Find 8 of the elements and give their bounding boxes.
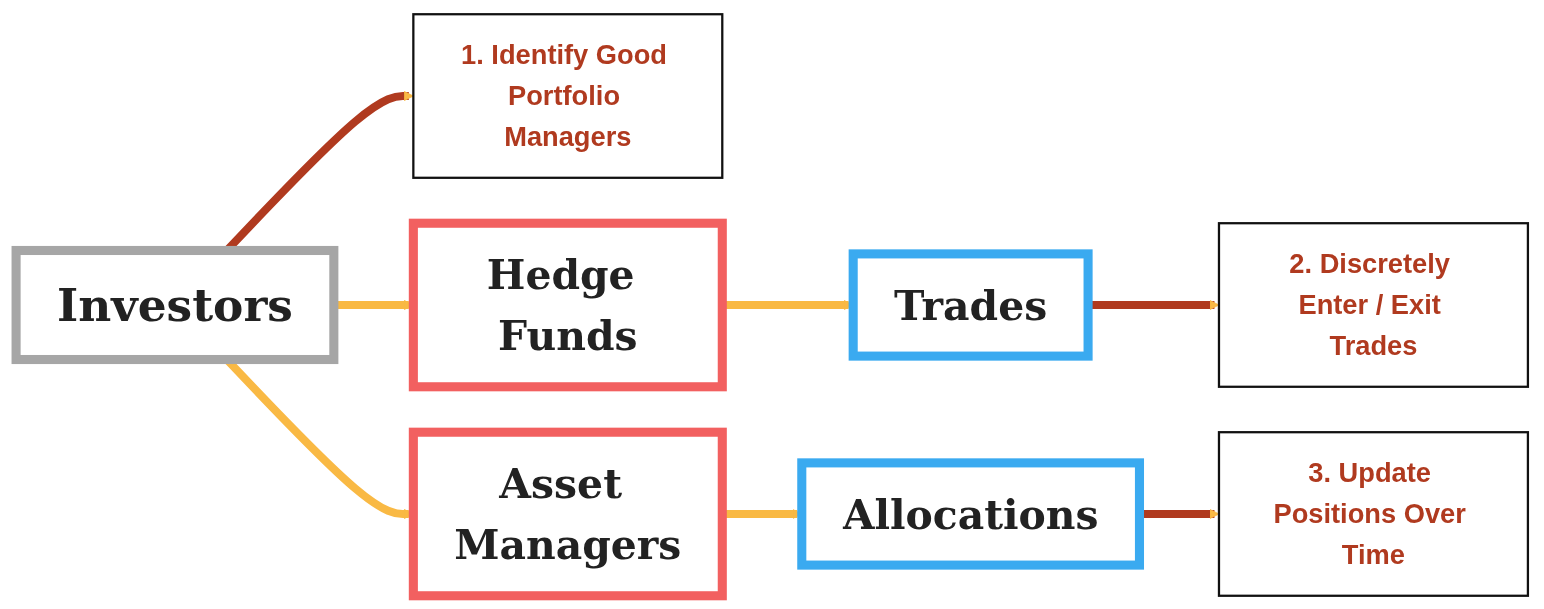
node-box: Hedge Funds (408, 218, 727, 391)
node-box: Asset Managers (408, 427, 727, 600)
node-box: Allocations (797, 457, 1144, 570)
node-box: 1. Identify Good Portfolio Managers (412, 12, 724, 179)
node-box: Trades (848, 248, 1093, 361)
node-box: Investors (11, 245, 339, 364)
node-box: 2. Discretely Enter / Exit Trades (1217, 221, 1530, 388)
node-box: 3. Update Positions Over Time (1217, 430, 1530, 597)
